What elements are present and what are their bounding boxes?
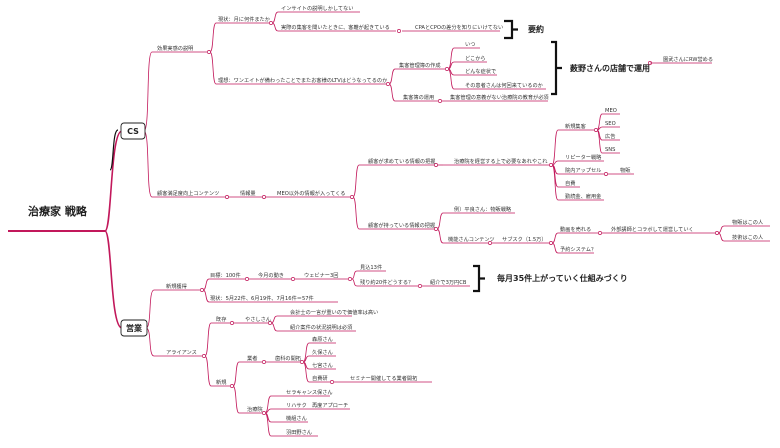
- sales-label: 営業: [126, 323, 143, 333]
- bracket-summary: [504, 19, 518, 40]
- node-has[interactable]: 顧客が持っている情報の把握: [368, 221, 435, 229]
- node-newbiz[interactable]: 新規獲得: [166, 282, 187, 290]
- node-seminar[interactable]: セミナー開催してる業者開拓: [350, 374, 417, 382]
- node-referral[interactable]: 紹介で3万円CB: [430, 278, 467, 286]
- node-video[interactable]: 動画を売れる: [560, 225, 591, 233]
- node-acquire[interactable]: 新規集客: [565, 122, 586, 130]
- node-connectors: [200, 21, 719, 415]
- node-ads[interactable]: 広告: [605, 132, 615, 140]
- node-symptom[interactable]: どんな症状で: [465, 67, 496, 75]
- node-cpa[interactable]: CPAとCPOの差分を知りにいけてない: [415, 23, 503, 31]
- node-c3[interactable]: 機組さん: [286, 414, 307, 422]
- node-c1[interactable]: セラキャンス保さん: [286, 388, 333, 396]
- node-meo-in[interactable]: MEO以外の情報が入ってくる: [277, 189, 345, 197]
- node-wants[interactable]: 顧客が求めている情報の把握: [368, 157, 435, 165]
- sales-node[interactable]: 営業: [120, 319, 148, 337]
- node-ideal[interactable]: 理想：ワンエイトが備わったことでまたお客様のLTVはどうなってるのか: [218, 76, 387, 84]
- node-info[interactable]: 情報量: [240, 189, 256, 197]
- node-e2[interactable]: 久保さん: [312, 348, 333, 356]
- node-e3[interactable]: 七宮さん: [312, 361, 333, 369]
- node-create[interactable]: 集客管理簿の作成: [399, 61, 441, 69]
- cs-label: CS: [127, 127, 139, 136]
- node-hiring[interactable]: 機能さんコンテンツ: [448, 235, 495, 243]
- node-new[interactable]: 新規: [216, 378, 227, 386]
- node-meo[interactable]: MEO: [605, 108, 617, 114]
- node-alliance[interactable]: アライアンス: [166, 349, 197, 356]
- node-review[interactable]: リピーター戦略: [565, 153, 602, 161]
- cs-node[interactable]: CS: [120, 122, 146, 140]
- annotation-nagi[interactable]: 園武さんにRW営める: [663, 55, 713, 63]
- node-where[interactable]: どこから: [465, 54, 486, 62]
- bracket-cs: [109, 129, 119, 171]
- node-insight[interactable]: インサイトの説明しかしてない: [281, 4, 353, 12]
- node-seo[interactable]: SEO: [605, 121, 616, 127]
- node-accountant[interactable]: 会計士の一言が重いので価値率は高い: [290, 308, 378, 316]
- node-target[interactable]: 目標：100件: [210, 271, 241, 279]
- node-example[interactable]: 例）平良さん：物販戦略: [454, 205, 512, 213]
- bracket-kanri: [551, 40, 562, 96]
- node-sns[interactable]: SNS: [605, 147, 615, 153]
- annotation-summary[interactable]: 要約: [528, 24, 544, 34]
- node-dental[interactable]: 歯科の開拓: [275, 354, 301, 362]
- node-subsc[interactable]: サブスク（1.5万）: [502, 235, 547, 243]
- node-c4[interactable]: 羽田野さん: [286, 428, 312, 436]
- node-need[interactable]: 治療院を経営する上で必要なあれやこれ: [454, 157, 548, 165]
- annotation-goal[interactable]: 毎月35件上がっていく仕組みづくり: [497, 273, 628, 283]
- node-plan13[interactable]: 見込13件: [360, 263, 382, 271]
- node-visit-q[interactable]: 実際の集客を聞いたときに、客離が起きている: [281, 23, 390, 31]
- node-dealer[interactable]: 業者: [247, 354, 257, 362]
- node-status[interactable]: 現状：5月22件、6月19件、7月16件＝57件: [210, 294, 314, 302]
- node-operate[interactable]: 集客簿の運用: [403, 93, 434, 101]
- node-rest20[interactable]: 残り約20件どうする？: [360, 278, 413, 286]
- node-e1[interactable]: 森原さん: [312, 335, 333, 343]
- node-yasuda[interactable]: やさしさん: [245, 315, 271, 323]
- node-c2[interactable]: リハサク 再度アプローチ: [286, 401, 348, 409]
- node-clinic[interactable]: 治療院: [247, 405, 263, 413]
- annotation-kanri[interactable]: 薮野さんの店舗で運用: [570, 63, 650, 73]
- node-edu[interactable]: 集客管理の意義がない治療院の教育が必須: [450, 93, 549, 101]
- node-when[interactable]: いつ: [465, 41, 475, 48]
- node-collab[interactable]: 外部講師とコラボして運営していく: [611, 225, 694, 233]
- node-recruit[interactable]: 勤続金、雇用金: [565, 192, 602, 200]
- node-effect[interactable]: 効果実感の説明: [157, 44, 193, 52]
- node-goods[interactable]: 物販: [620, 166, 631, 174]
- node-current[interactable]: 現状：月に何件またか: [218, 15, 270, 23]
- bracket-goal: [473, 264, 485, 293]
- node-e4[interactable]: 自費研: [312, 374, 328, 382]
- node-intro[interactable]: 紹介案件の状況説明は必須: [290, 323, 353, 331]
- node-webinar[interactable]: ウェビナー3回: [304, 271, 338, 279]
- node-repeat[interactable]: その患者さんは何回来ているのか: [465, 81, 543, 89]
- node-trend[interactable]: 今月の動き: [258, 271, 284, 279]
- node-satisfaction[interactable]: 顧客満足度向上コンテンツ: [157, 189, 219, 197]
- node-self[interactable]: 自費: [565, 179, 575, 187]
- node-tech-person[interactable]: 技術はこの人: [732, 233, 763, 241]
- node-upsell[interactable]: 院内アップセル: [565, 166, 601, 174]
- node-reserve[interactable]: 予約システム？: [560, 245, 596, 253]
- node-existing[interactable]: 既存: [216, 315, 226, 323]
- node-goods-person[interactable]: 物販はこの人: [732, 218, 763, 226]
- root-topic[interactable]: 治療家 戦略: [28, 204, 88, 218]
